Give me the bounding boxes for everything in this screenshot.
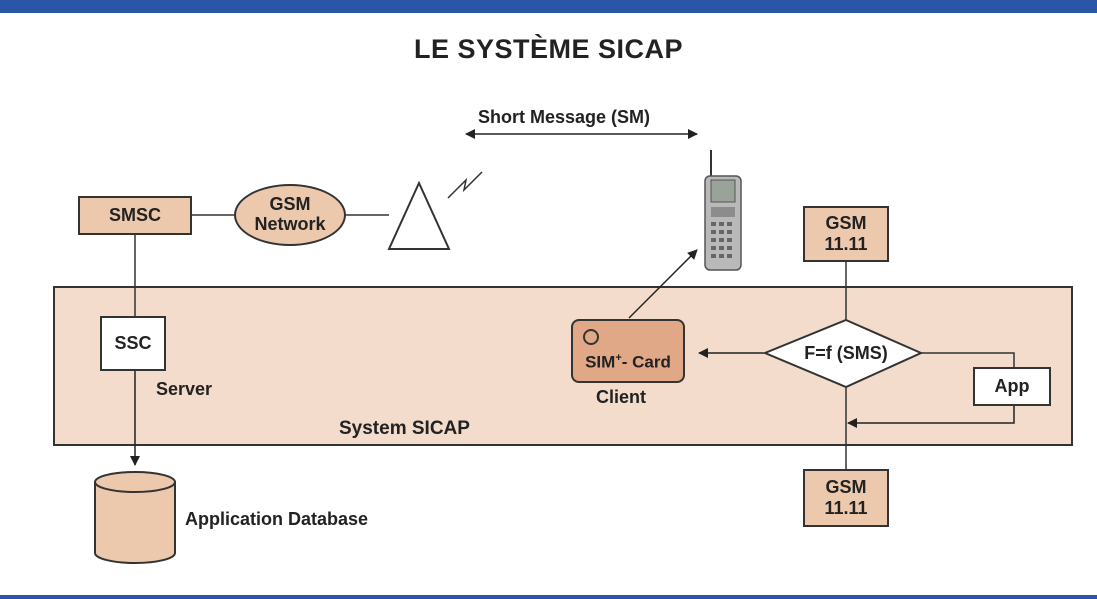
gsm-bottom-line2: 11.11: [824, 498, 868, 518]
page-title: LE SYSTÈME SICAP: [413, 34, 684, 64]
sim-card: SIM+- Card: [571, 319, 685, 383]
radio-signal-icon: [447, 171, 483, 199]
application-database-label: Application Database: [185, 509, 369, 529]
gsm-network-label-line2: Network: [254, 214, 326, 234]
ssc-box: SSC: [100, 316, 166, 371]
smsc-label: SMSC: [108, 205, 161, 226]
client-label: Client: [596, 387, 647, 407]
bottom-brand-bar: [0, 595, 1097, 599]
antenna-triangle: [387, 180, 451, 250]
gsm-11-11-bottom-box: GSM 11.11: [803, 469, 889, 527]
gsm-top-line1: GSM: [825, 213, 867, 234]
server-label: Server: [156, 379, 213, 399]
gsm-top-line2: 11.11: [824, 234, 868, 254]
mobile-phone-icon: [704, 150, 742, 271]
app-label: App: [994, 376, 1030, 397]
app-box: App: [973, 367, 1051, 406]
system-sicap-label: System SICAP: [339, 418, 470, 439]
short-message-label: Short Message (SM): [478, 107, 651, 127]
system-sicap-band: [53, 286, 1073, 446]
smsc-box: SMSC: [78, 196, 192, 235]
gsm-bottom-line1: GSM: [825, 477, 867, 498]
gsm-network-ellipse: GSM Network: [234, 184, 346, 246]
top-brand-bar: [0, 0, 1097, 13]
edge-sim-phone: [628, 249, 698, 319]
decision-diamond: [762, 318, 924, 389]
edge-decision-app: [921, 352, 1015, 367]
sim-chip-icon: [583, 329, 599, 345]
decision-label: F=f (SMS): [804, 343, 888, 363]
gsm-network-label-line1: GSM: [269, 194, 311, 215]
edge-app-return: [847, 406, 1015, 428]
gsm-11-11-top-box: GSM 11.11: [803, 206, 889, 262]
ssc-label: SSC: [114, 333, 152, 354]
sim-card-label: SIM+- Card: [585, 352, 671, 372]
database-cylinder: [94, 471, 176, 564]
